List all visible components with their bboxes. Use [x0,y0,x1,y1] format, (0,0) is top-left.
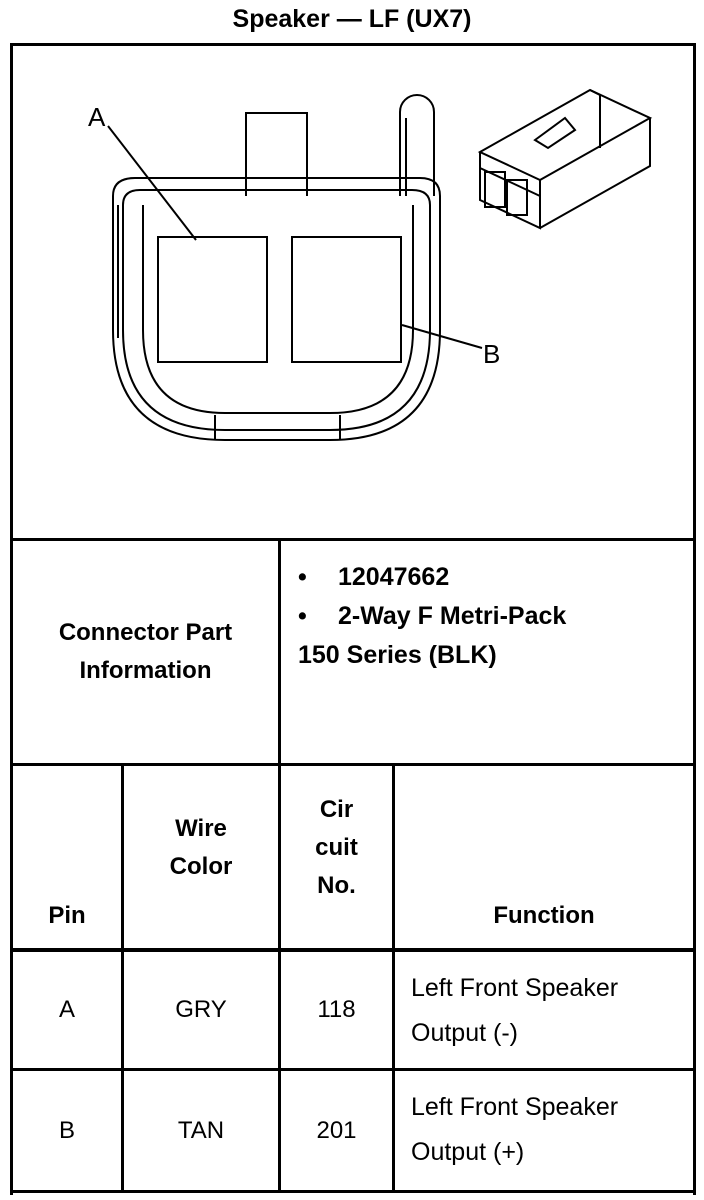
frame-top-border [10,43,696,46]
connector-3d-view [477,88,653,230]
header-function: Function [493,902,595,929]
connector-housing-inner [122,189,431,431]
table-top-border [10,763,696,766]
table-row-divider [10,1068,696,1071]
connector-top-tab [245,112,308,196]
part-info-label: Connector Part Information [13,541,278,763]
connector-housing-outer [112,177,441,441]
section-divider [10,538,696,541]
connector-diagram: A B [88,88,653,441]
part-number: 12047662 [338,563,450,591]
part-info-divider [278,538,281,1190]
frame-bottom-border [10,1190,696,1193]
row-b-pin: B [58,1116,75,1144]
connector-series: 150 Series (BLK) [298,641,497,669]
header-wire-color: Wire Color [169,815,233,880]
table-col3-divider [392,763,395,1190]
cavity-b [291,236,402,363]
frame-left-border [10,43,13,1195]
part-info-value: •12047662 •2-Way F Metri-Pack 150 Series… [298,558,566,675]
table-header-divider [10,948,696,952]
connector-type: 2-Way F Metri-Pack [338,602,567,630]
pin-a-label: A [88,102,106,132]
frame-right-border [693,43,696,1195]
part-info-label-line1: Connector Part [58,619,233,646]
row-b-circuit: 201 [316,1116,357,1144]
table-col1-divider [121,763,124,1190]
pin-b-label: B [483,339,500,369]
row-a-circuit: 118 [317,996,356,1023]
row-b-color: TAN [177,1116,225,1144]
row-b-function: Left Front Speaker Output (+) [411,1093,619,1166]
row-a-pin: A [58,996,75,1023]
page-title: Speaker — LF (UX7) [232,5,472,33]
header-circuit-no: Cir cuit No. [315,796,358,899]
connector-latch [399,94,435,196]
row-a-function: Left Front Speaker Output (-) [411,974,619,1047]
row-a-color: GRY [175,996,227,1023]
cavity-a [157,236,268,363]
header-pin: Pin [48,902,86,929]
part-info-label-line2: Information [79,657,212,684]
